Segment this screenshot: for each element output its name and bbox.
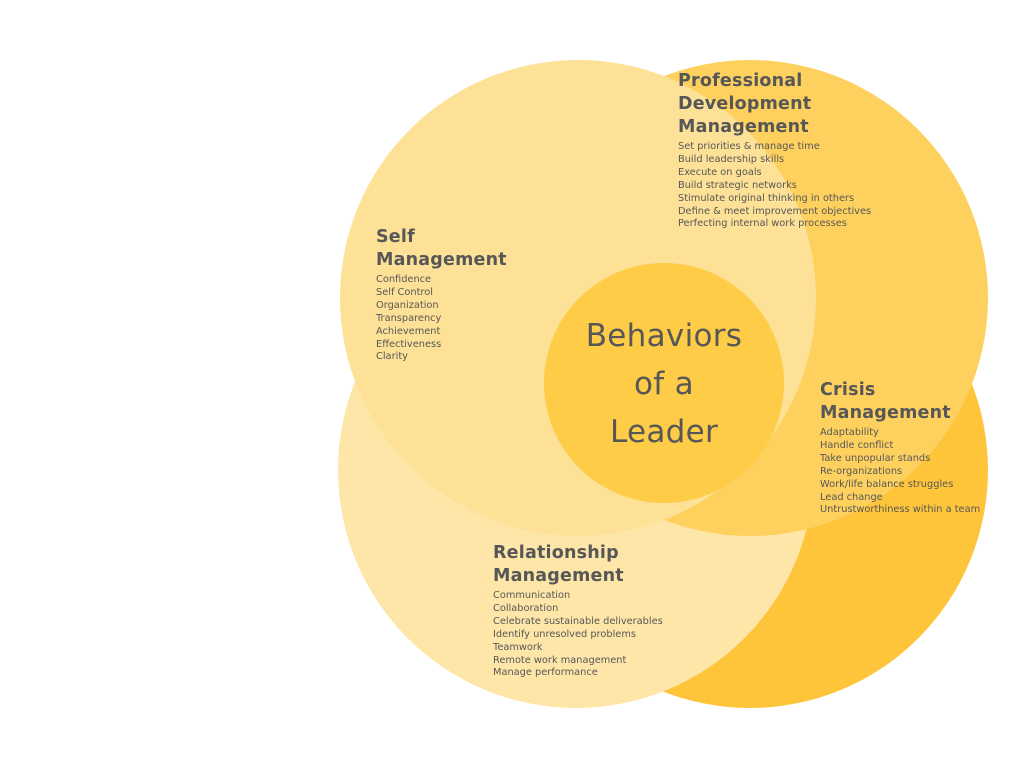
title-line: Development: [678, 94, 812, 114]
title-line: Self: [376, 227, 415, 247]
list-item: Set priorities & manage time: [678, 141, 820, 152]
list-item: Effectiveness: [376, 338, 442, 350]
list-item: Communication: [493, 590, 571, 601]
center-title-line: of a: [634, 366, 694, 402]
list-item: Transparency: [376, 312, 442, 324]
list-item: Manage performance: [493, 667, 598, 679]
list-item: Build strategic networks: [678, 179, 797, 191]
list-item: Perfecting internal work processes: [678, 218, 847, 230]
crisis-management-title: Crisis Management: [820, 379, 980, 425]
self-management-list: Confidence Self Control Organization Tra…: [376, 274, 507, 364]
list-item: Achievement: [376, 325, 441, 337]
list-item: Take unpopular stands: [820, 452, 931, 464]
list-item: Confidence: [376, 274, 432, 285]
title-line: Relationship: [493, 543, 619, 563]
professional-development-list: Set priorities & manage time Build leade…: [678, 141, 871, 231]
center-title: Behaviors of a Leader: [560, 312, 768, 456]
list-item: Organization: [376, 299, 439, 311]
professional-development-title: Professional Development Management: [678, 70, 871, 139]
list-item: Self Control: [376, 286, 433, 298]
list-item: Re-organizations: [820, 465, 903, 477]
title-line: Management: [820, 403, 951, 423]
list-item: Celebrate sustainable deliverables: [493, 615, 663, 627]
center-title-line: Behaviors: [585, 318, 743, 354]
list-item: Clarity: [376, 351, 408, 363]
relationship-management-section: Relationship Management Communication Co…: [493, 542, 663, 680]
title-line: Crisis: [820, 380, 876, 400]
center-title-line: Leader: [609, 414, 719, 450]
list-item: Execute on goals: [678, 166, 762, 178]
list-item: Stimulate original thinking in others: [678, 192, 855, 204]
list-item: Remote work management: [493, 654, 627, 666]
center-circle: [544, 263, 784, 503]
list-item: Identify unresolved problems: [493, 628, 636, 640]
list-item: Untrustworthiness within a team: [820, 504, 981, 516]
list-item: Lead change: [820, 491, 883, 503]
list-item: Work/life balance struggles: [820, 478, 954, 490]
list-item: Define & meet improvement objectives: [678, 205, 872, 217]
relationship-management-title: Relationship Management: [493, 542, 663, 588]
list-item: Adaptability: [820, 427, 879, 438]
professional-development-section: Professional Development Management Set …: [678, 70, 871, 231]
list-item: Build leadership skills: [678, 153, 785, 165]
title-line: Management: [493, 566, 624, 586]
self-management-section: Self Management Confidence Self Control …: [376, 226, 507, 364]
title-line: Professional: [678, 71, 803, 91]
list-item: Collaboration: [493, 602, 559, 614]
list-item: Teamwork: [493, 641, 543, 653]
crisis-management-list: Adaptability Handle conflict Take unpopu…: [820, 427, 980, 517]
self-management-title: Self Management: [376, 226, 507, 272]
title-line: Management: [678, 117, 809, 137]
relationship-management-list: Communication Collaboration Celebrate su…: [493, 590, 663, 680]
crisis-management-section: Crisis Management Adaptability Handle co…: [820, 379, 980, 517]
title-line: Management: [376, 250, 507, 270]
list-item: Handle conflict: [820, 439, 894, 451]
